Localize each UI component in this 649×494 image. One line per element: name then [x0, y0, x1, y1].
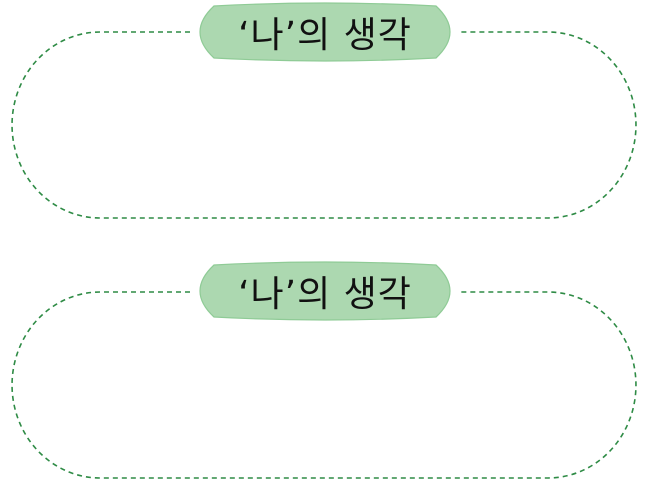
cloud-tag-shape	[199, 2, 451, 62]
answer-area-2[interactable]	[20, 300, 628, 470]
my-thought-label-2: ‘나’의 생각	[190, 261, 460, 321]
answer-box-1-border	[11, 31, 637, 219]
cloud-tag-shape	[199, 261, 451, 321]
answer-area-1[interactable]	[20, 40, 628, 210]
answer-box-2-border	[11, 291, 637, 479]
tag-label-text: ‘나’의 생각	[238, 274, 412, 315]
tag-label-text: ‘나’의 생각	[238, 15, 412, 56]
my-thought-label-1: ‘나’의 생각	[190, 2, 460, 62]
